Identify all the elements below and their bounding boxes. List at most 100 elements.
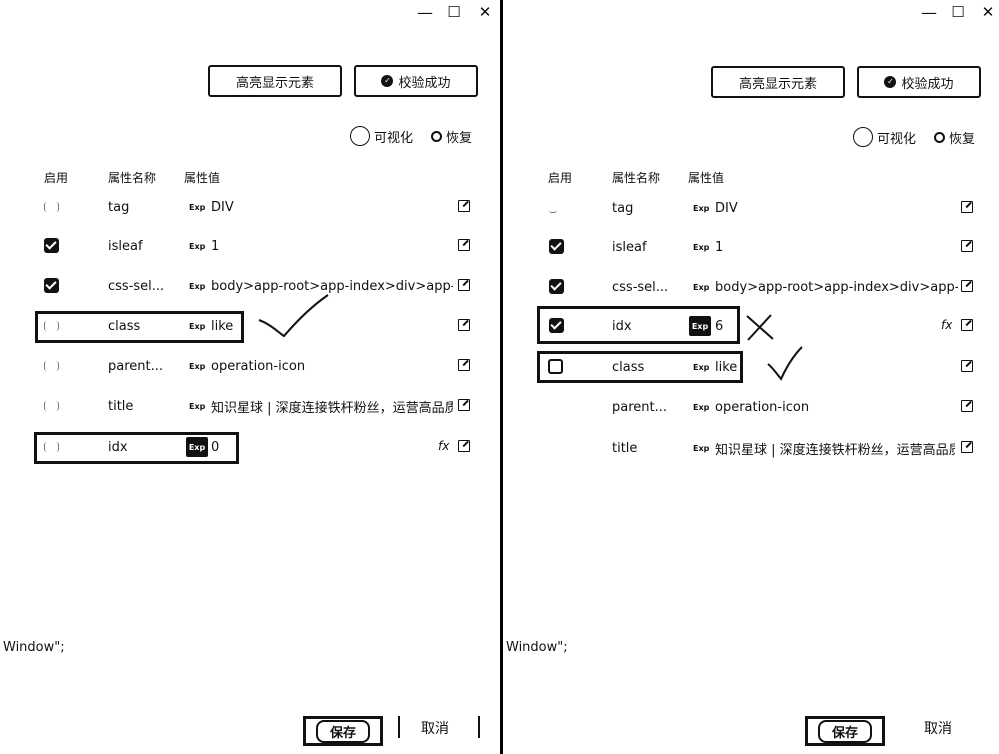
enable-checkbox[interactable] (44, 401, 59, 411)
edit-icon[interactable] (458, 399, 470, 411)
edit-icon[interactable] (458, 279, 470, 291)
left-panel: — ☐ ✕ 高亮显示元素 ✓ 校验成功 可视化 恢复 启用 属性名称 属性值 t… (0, 0, 500, 754)
enable-checkbox[interactable] (44, 202, 59, 212)
edit-icon[interactable] (458, 440, 470, 452)
cancel-button[interactable]: 取消 (924, 721, 952, 737)
minimize-icon[interactable]: — (417, 2, 433, 22)
exp-badge[interactable]: Exp (693, 443, 710, 453)
enable-checkbox[interactable] (44, 321, 59, 331)
attr-name: class (612, 359, 645, 375)
attr-value[interactable]: like (715, 359, 738, 375)
highlight-elements-button[interactable]: 高亮显示元素 (208, 65, 342, 97)
attr-value[interactable]: operation-icon (715, 399, 810, 415)
enable-checkbox[interactable] (549, 239, 564, 254)
attr-name: title (108, 398, 134, 414)
radio-visual[interactable]: 可视化 (350, 126, 413, 146)
exp-badge[interactable]: Exp (189, 361, 206, 371)
table-row: title Exp 知识星球 | 深度连接铁杆粉丝，运营高品质... (0, 396, 500, 416)
radio-visual[interactable]: 可视化 (853, 127, 916, 147)
maximize-icon[interactable]: ☐ (951, 3, 965, 21)
validate-success-button[interactable]: ✓ 校验成功 (857, 66, 981, 98)
attr-value[interactable]: like (211, 318, 234, 334)
edit-icon[interactable] (961, 400, 973, 412)
header-attr-name: 属性名称 (612, 171, 661, 185)
table-row: idx Exp 6 fx (503, 316, 999, 336)
exp-badge[interactable]: Exp (693, 282, 710, 292)
edit-icon[interactable] (961, 441, 973, 453)
edit-icon[interactable] (961, 360, 973, 372)
exp-badge[interactable]: Exp (189, 321, 206, 331)
table-row: css-sel... Exp body>app-root>app-index>d… (503, 277, 999, 297)
attr-value[interactable]: 知识星球 | 深度连接铁杆粉丝，运营高品质... (715, 442, 955, 458)
close-icon[interactable]: ✕ (981, 3, 995, 21)
edit-icon[interactable] (458, 239, 470, 251)
check-circle-icon: ✓ (381, 75, 394, 87)
fx-icon[interactable]: fx (941, 318, 953, 332)
validate-label: 校验成功 (901, 76, 954, 92)
enable-checkbox[interactable] (549, 318, 564, 333)
enable-checkbox[interactable] (44, 361, 59, 371)
fx-icon[interactable]: fx (438, 439, 450, 453)
attr-value[interactable]: 1 (211, 238, 220, 254)
edit-icon[interactable] (961, 280, 973, 292)
cross-annotation-icon (746, 314, 774, 341)
radio-restore-label: 恢复 (446, 130, 473, 146)
exp-badge[interactable]: Exp (693, 362, 710, 372)
attr-value[interactable]: body>app-root>app-index>div>app-to... (211, 278, 453, 294)
enable-checkbox[interactable] (548, 359, 563, 374)
attr-value[interactable]: DIV (211, 199, 234, 215)
attr-value[interactable]: 知识星球 | 深度连接铁杆粉丝，运营高品质... (211, 400, 453, 416)
exp-badge[interactable]: Exp (693, 203, 710, 213)
maximize-icon[interactable]: ☐ (447, 3, 461, 21)
edit-icon[interactable] (961, 240, 973, 252)
exp-badge[interactable]: Exp (693, 402, 710, 412)
enable-checkbox[interactable] (549, 279, 564, 294)
exp-badge-active[interactable]: Exp (186, 437, 208, 457)
close-icon[interactable]: ✕ (478, 3, 492, 21)
enable-checkbox[interactable] (44, 442, 59, 452)
attr-value[interactable]: body>app-root>app-index>div>app-to... (715, 279, 958, 295)
edit-icon[interactable] (961, 319, 973, 331)
cancel-button[interactable]: 取消 (421, 721, 449, 737)
exp-badge[interactable]: Exp (189, 401, 206, 411)
save-button[interactable]: 保存 (303, 716, 383, 746)
mode-selector: 可视化 恢复 (853, 127, 975, 147)
table-row: isleaf Exp 1 (0, 236, 500, 256)
checkmark-annotation-icon (767, 346, 803, 381)
header-attr-name: 属性名称 (108, 171, 157, 185)
save-button[interactable]: 保存 (805, 716, 885, 746)
attr-name: class (108, 318, 141, 334)
attr-value[interactable]: 6 (715, 318, 724, 334)
radio-visual-label: 可视化 (877, 131, 917, 147)
annotation-box (537, 351, 743, 383)
attr-value[interactable]: 0 (211, 439, 220, 455)
attr-value[interactable]: operation-icon (211, 358, 306, 374)
radio-restore[interactable]: 恢复 (431, 127, 472, 146)
edit-icon[interactable] (961, 201, 973, 213)
validate-success-button[interactable]: ✓ 校验成功 (354, 65, 478, 97)
highlight-elements-button[interactable]: 高亮显示元素 (711, 66, 845, 98)
enable-checkbox[interactable] (44, 278, 59, 293)
minimize-icon[interactable]: — (921, 2, 937, 22)
attr-value[interactable]: DIV (715, 200, 738, 216)
radio-restore[interactable]: 恢复 (934, 128, 975, 147)
enable-checkbox[interactable] (549, 203, 557, 213)
header-enable: 启用 (548, 171, 573, 185)
enable-checkbox[interactable] (44, 238, 59, 253)
attr-value[interactable]: 1 (715, 239, 724, 255)
exp-badge[interactable]: Exp (189, 202, 206, 212)
save-label: 保存 (315, 719, 370, 743)
edit-icon[interactable] (458, 200, 470, 212)
highlight-label: 高亮显示元素 (235, 75, 314, 91)
radio-restore-icon (431, 130, 443, 142)
edit-icon[interactable] (458, 319, 470, 331)
exp-badge-active[interactable]: Exp (689, 316, 711, 336)
right-panel: — ☐ ✕ 高亮显示元素 ✓ 校验成功 可视化 恢复 启用 属性名称 属性值 t… (503, 0, 999, 754)
exp-badge[interactable]: Exp (189, 281, 206, 291)
table-row: parent... Exp operation-icon (0, 356, 500, 376)
attr-name: parent... (108, 358, 164, 374)
attr-name: tag (612, 200, 634, 216)
exp-badge[interactable]: Exp (693, 242, 710, 252)
edit-icon[interactable] (458, 359, 470, 371)
exp-badge[interactable]: Exp (189, 241, 206, 251)
